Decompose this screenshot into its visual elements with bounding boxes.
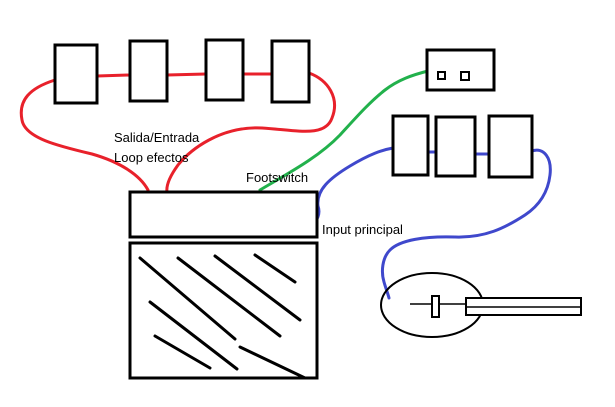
input-pedal-3 [487, 114, 534, 179]
loop-pedal-1 [53, 43, 99, 105]
loop-cable [19, 71, 336, 194]
input-label: Input principal [322, 222, 403, 237]
footswitch-button-2 [460, 71, 470, 81]
footswitch-box [425, 48, 496, 92]
footswitch-label: Footswitch [246, 170, 308, 185]
amp-head [128, 190, 319, 239]
loop-label-line1: Salida/Entrada [114, 130, 200, 145]
input-pedal-2 [434, 115, 477, 178]
amp-grille-lines [138, 253, 307, 380]
loop-pedal-2 [128, 39, 169, 103]
loop-pedal-3 [204, 38, 245, 102]
input-cable [298, 146, 552, 300]
loop-label-line2: Loop efectos [114, 150, 189, 165]
guitar-bridge [431, 295, 440, 318]
loop-pedal-4 [270, 39, 311, 104]
input-pedal-1 [391, 114, 430, 177]
footswitch-cable [258, 69, 430, 192]
footswitch-button-1 [437, 71, 446, 80]
